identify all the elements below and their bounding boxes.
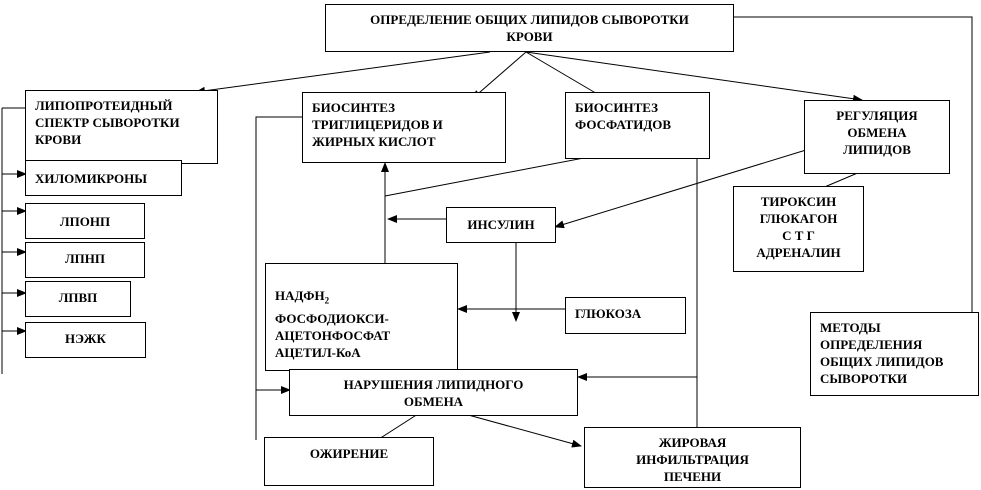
metabolites-box: НАДФН2 ФОСФОДИОКСИ- АЦЕТОНФОСФАТ АЦЕТИЛ-… (265, 263, 458, 371)
obesity-box: ОЖИРЕНИЕ (264, 437, 434, 486)
methods-box: МЕТОДЫ ОПРЕДЕЛЕНИЯ ОБЩИХ ЛИПИДОВ СЫВОРОТ… (810, 312, 979, 396)
line-left-bracket (255, 116, 302, 440)
metabolites-text: ФОСФОДИОКСИ- АЦЕТОНФОСФАТ АЦЕТИЛ-КоА (275, 310, 391, 360)
hormones-box: ТИРОКСИН ГЛЮКАГОН С Т Г АДРЕНАЛИН (733, 186, 864, 272)
regulation-box: РЕГУЛЯЦИЯ ОБМЕНА ЛИПИДОВ (804, 100, 950, 174)
biosynthesis-phosphatides-box: БИОСИНТЕЗ ФОСФАТИДОВ (565, 92, 710, 159)
nadph-label: НАДФН2 (275, 288, 330, 306)
main-title-box: ОПРЕДЕЛЕНИЕ ОБЩИХ ЛИПИДОВ СЫВОРОТКИ КРОВ… (325, 4, 734, 52)
chylomicrons-box: ХИЛОМИКРОНЫ (25, 160, 182, 196)
lipoprotein-spectrum-box: ЛИПОПРОТЕИДНЫЙ СПЕКТР СЫВОРОТКИ КРОВИ (25, 90, 218, 164)
arrow-main-to-lipoprotein (195, 51, 491, 95)
lpnp-box: ЛПНП (25, 242, 145, 278)
lipid-disorders-box: НАРУШЕНИЯ ЛИПИДНОГО ОБМЕНА (289, 369, 578, 416)
glucose-box: ГЛЮКОЗА (565, 297, 686, 334)
fatty-liver-box: ЖИРОВАЯ ИНФИЛЬТРАЦИЯ ПЕЧЕНИ (584, 427, 801, 488)
arrow-main-to-methods (733, 16, 976, 383)
nezhk-box: НЭЖК (25, 322, 146, 358)
arrow-main-to-biosynth-tg (471, 51, 527, 100)
arrow-main-to-regulation (525, 51, 863, 103)
biosynthesis-triglycerides-box: БИОСИНТЕЗ ТРИГЛИЦЕРИДОВ И ЖИРНЫХ КИСЛОТ (302, 92, 506, 163)
insulin-box: ИНСУЛИН (446, 207, 556, 243)
lpvp-box: ЛПВП (25, 281, 131, 317)
lponp-box: ЛПОНП (25, 203, 145, 239)
arrow-regulation-to-insulin (554, 149, 807, 229)
